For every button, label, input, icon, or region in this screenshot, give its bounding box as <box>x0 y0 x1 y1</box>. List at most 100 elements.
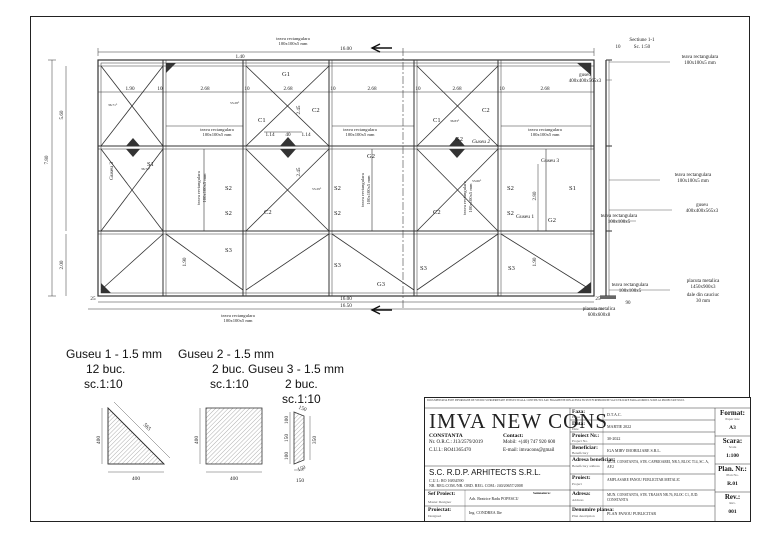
proiectat-sub: Designed <box>428 514 442 518</box>
beneficiar-value: IGA MIRV IMOBILIARE S.R.L. <box>607 448 661 453</box>
section-guseu: guseu <box>579 73 591 78</box>
section-title: Sectiune 1-1 <box>629 38 655 43</box>
data-value: MARTIE 2022 <box>607 424 632 429</box>
company-cui: C.U.I.: RO41365470 <box>429 448 471 453</box>
denumire-sub: Plan description <box>572 514 595 518</box>
section-teava-mid: teava rectangulara <box>675 173 712 178</box>
dim-25-right: 25 <box>595 296 601 302</box>
dim-268-2: 2.68 <box>283 86 292 92</box>
label-g2-b: G2 <box>455 136 463 143</box>
section-1-1: Sectiune 1-1 Sc. 1:50 teava rectangulara… <box>569 38 720 318</box>
g3-f: 150 <box>297 465 307 474</box>
pipe-callout-top-dim: 100x100x5 mm <box>279 41 308 46</box>
label-s1-a: S1 <box>147 161 154 168</box>
proiect-nr-value: 30-2022 <box>607 436 621 441</box>
g3-e: 350 <box>312 436 318 445</box>
g3-g: 150 <box>296 478 305 484</box>
section-guseu2-dim: 400x400x565x3 <box>686 209 719 214</box>
proiectat-name: Ing. CONDREA Ilie <box>469 510 502 515</box>
gusset-2-title: Guseu 2 - 1.5 mm <box>178 347 275 361</box>
section-placuta2-dim: 600x600x8 <box>588 313 611 318</box>
sef-name: Arh. Beatrice Radu POPESCU <box>469 496 519 501</box>
dim-overall-top: 16.00 <box>340 46 352 52</box>
pipe-callout-v3: teava rectangulara <box>462 181 467 215</box>
company-reg: Nr. O.R.C.: J13/2579/2019 <box>429 440 483 445</box>
section-teava-left-dim: 100x100x5 <box>608 220 631 225</box>
label-s2-a: S2 <box>225 185 232 192</box>
dim-245b: 2.45 <box>296 167 302 176</box>
section-placuta2: placuta metalica <box>583 307 616 312</box>
section-placuta-dim: 1450x900x3 <box>691 285 717 290</box>
guseu-3-shape <box>293 411 305 465</box>
dimension-lines <box>48 48 604 310</box>
company-logo: IMVA NEW CONS <box>429 409 609 433</box>
pipe-callout-right: teava rectangulara <box>528 127 562 132</box>
plan-dim-texts: 16.00 1.40 1.90 2.68 2.68 2.68 2.68 2.68… <box>44 46 601 309</box>
label-c2-d: C2 <box>433 209 441 216</box>
dim-200: 2.00 <box>59 260 65 269</box>
faza-value: D.T.A.C. <box>607 412 622 417</box>
g3-d: 150 <box>297 405 307 414</box>
proiectat-label: Proiectat: <box>428 507 452 513</box>
proiect-value: AMPLASARE PANOU PUBLICITAR METALIC <box>607 478 681 482</box>
section-placuta: placuta metalica <box>687 279 720 284</box>
rev-sub: Rev. <box>729 501 736 505</box>
angle-3: 53.28° <box>230 101 240 105</box>
section-markers <box>370 43 392 315</box>
dim-560: 5.60 <box>59 110 65 119</box>
pipe-callout-top: teava rectangulara <box>276 36 310 41</box>
sef-sub: Master Designer <box>428 500 452 504</box>
dim-268-3: 2.68 <box>367 86 376 92</box>
gusset-1-scale: sc.1:10 <box>84 377 123 391</box>
dim-10-2: 10 <box>244 86 250 92</box>
faza-sub: Phase <box>572 415 581 419</box>
semnatura-label: Semnatura: <box>533 491 551 495</box>
g3-b: 150 <box>284 434 290 443</box>
label-c2-c: C2 <box>264 209 272 216</box>
label-s2-c: S2 <box>507 185 514 192</box>
label-guseu-2: Guseu 2 <box>472 139 490 145</box>
gusset-2-scale: sc.1:10 <box>210 377 249 391</box>
scara-cell: Scara: Scale 1:100 <box>716 437 749 459</box>
label-s1-b: S1 <box>569 185 576 192</box>
pipe-callout-v1: teava rectangulara <box>196 171 201 205</box>
proiect-sub: Project <box>572 482 582 486</box>
pipe-callout-left-dim: 100x100x5 mm <box>203 132 232 137</box>
pipe-callout-v1-dim: 100x100x5 mm <box>202 173 207 202</box>
faza-label: Faza: <box>572 409 586 415</box>
section-teava-left: teava rectangulara <box>601 214 638 219</box>
label-s3-d: S3 <box>508 265 515 272</box>
gusset-dim-texts: 400 400 565 400 400 100 150 100 150 350 … <box>96 405 318 484</box>
dim-114a: 1.14 <box>265 132 274 138</box>
adresa-value: MUN. CONSTANTA, STR. TRAIAN NR.76, BLOC … <box>607 493 699 502</box>
label-guseu-3-left: Guseu 3 <box>109 162 115 180</box>
sef-label: Sef Proiect: <box>428 491 456 497</box>
label-s3-c: S3 <box>420 265 427 272</box>
label-s3-a: S3 <box>225 247 232 254</box>
label-s3-b: S3 <box>334 262 341 269</box>
angle-texts: 36.71° 36.72° 53.28° 53.29° 36.83° 53.66… <box>108 101 482 191</box>
rev-label: Rev.: <box>724 493 741 501</box>
architect-cui: C.U.I.: RO 16834590 <box>429 478 464 483</box>
dim-10-1: 10 <box>157 86 163 92</box>
gusset-1-count: 12 buc. <box>86 362 126 376</box>
pipe-callout-mid: teava rectangulara <box>343 127 377 132</box>
section-dale: dale din cauciuc <box>687 293 720 298</box>
section-guseu2: guseu <box>696 203 708 208</box>
member-labels: G1 G2 G2 G2 G3 C1 C1 C2 C2 C2 C2 S1 S1 S… <box>109 71 576 288</box>
plansa-cell: Plan. Nr.: Plan No. R.01 <box>716 465 749 487</box>
gusset-3-title: Guseu 3 - 1.5 mm <box>248 362 345 376</box>
g1-w: 400 <box>132 476 141 482</box>
g3-a: 100 <box>284 416 290 425</box>
section-dale-dim: 30 mm <box>696 299 710 304</box>
format-label: Format: <box>720 409 745 417</box>
dim-40: 40 <box>285 132 291 138</box>
label-c2-a: C2 <box>312 107 320 114</box>
section-scale: Sc. 1:50 <box>634 45 651 50</box>
data-label: Data: <box>572 421 586 427</box>
contact-label: Contact: <box>503 433 524 439</box>
proiect-nr-sub: Project No. <box>572 439 588 443</box>
architect-name: S.C. R.D.P. ARHITECTS S.R.L. <box>429 468 541 477</box>
